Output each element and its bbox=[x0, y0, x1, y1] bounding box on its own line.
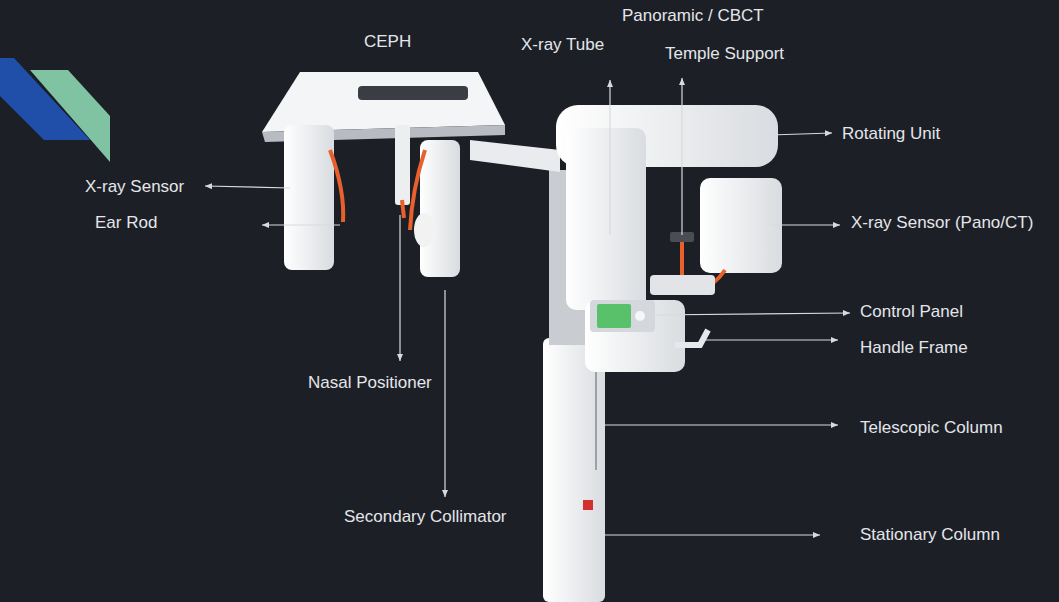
part-label: Stationary Column bbox=[858, 525, 1002, 545]
part-label: CEPH bbox=[362, 32, 413, 52]
part-label: Telescopic Column bbox=[858, 418, 1005, 438]
ear-rod bbox=[330, 150, 343, 222]
part-label: Rotating Unit bbox=[840, 124, 942, 144]
xray-tube-housing bbox=[566, 128, 646, 310]
ceph-arm bbox=[470, 140, 560, 172]
emergency-button bbox=[583, 500, 593, 510]
temple-support bbox=[680, 242, 684, 275]
corner-stripe bbox=[30, 70, 110, 162]
part-label: X-ray Tube bbox=[519, 35, 606, 55]
handle-frame bbox=[585, 300, 685, 372]
leader-lines bbox=[205, 78, 850, 535]
part-label: Ear Rod bbox=[93, 213, 159, 233]
part-label: Control Panel bbox=[858, 302, 965, 322]
part-label: Handle Frame bbox=[858, 338, 970, 358]
pano-sensor bbox=[700, 178, 782, 273]
part-label: Temple Support bbox=[663, 44, 786, 64]
ceph-sensor bbox=[284, 125, 334, 270]
part-label: Secondary Collimator bbox=[342, 507, 509, 527]
ceph-top bbox=[262, 72, 505, 132]
part-label: Panoramic / CBCT bbox=[620, 6, 766, 26]
control-panel bbox=[597, 304, 631, 328]
stationary-column bbox=[543, 338, 605, 602]
part-label: Nasal Positioner bbox=[306, 373, 434, 393]
part-label: X-ray Sensor bbox=[83, 177, 186, 197]
secondary-collimator bbox=[420, 140, 460, 277]
nasal-positioner bbox=[395, 125, 410, 205]
part-label: X-ray Sensor (Pano/CT) bbox=[849, 213, 1035, 233]
